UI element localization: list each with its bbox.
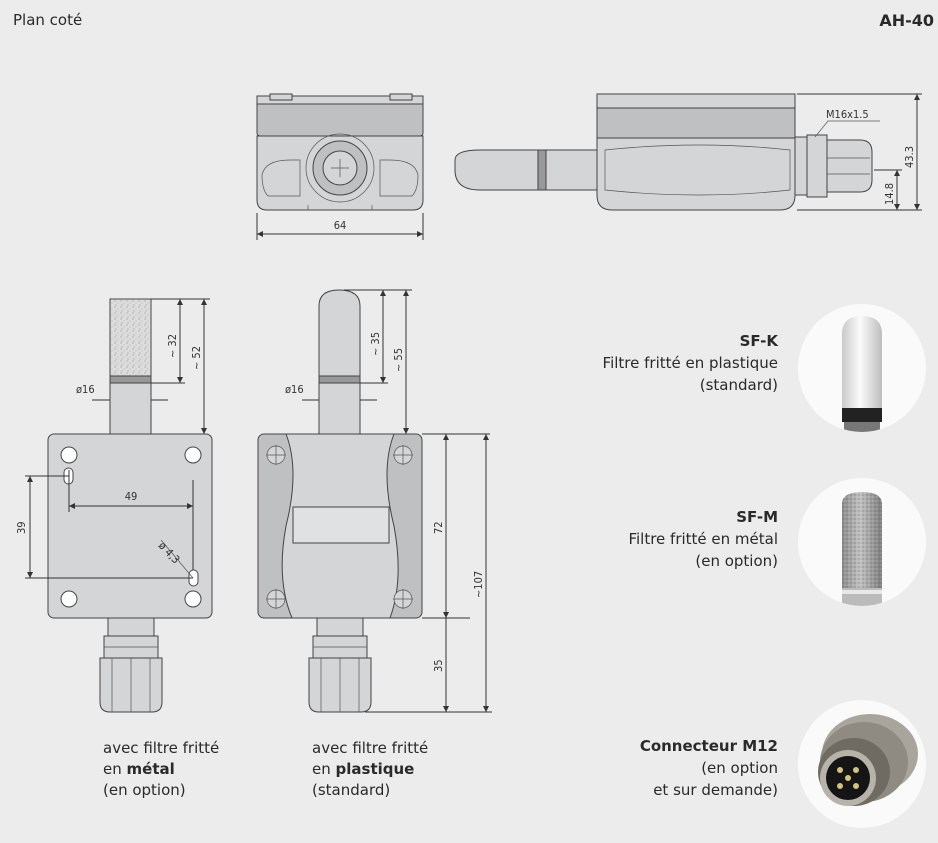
sf-m-filter-image bbox=[798, 478, 926, 606]
plastic-filter-view: ~ 35 ~ 55 ø16 72 ~107 35 bbox=[257, 289, 492, 713]
option-sf-m-code: SF-M bbox=[736, 508, 778, 526]
side-view-top: M16x1.5 43.3 14.8 bbox=[454, 93, 922, 211]
dim-gland-len: 35 bbox=[432, 659, 445, 672]
caption-metal-prefix: en bbox=[103, 760, 127, 778]
dim-overall-h: ~107 bbox=[472, 571, 485, 598]
option-sf-k-code: SF-K bbox=[739, 332, 778, 350]
caption-metal-bold: métal bbox=[126, 760, 175, 778]
option-m12: Connecteur M12 (en option et sur demande… bbox=[640, 735, 778, 801]
caption-metal-line1: avec filtre fritté bbox=[103, 739, 220, 757]
dim-height-total: 43.3 bbox=[903, 146, 916, 168]
dim-hole-spacing-v: 39 bbox=[15, 521, 28, 534]
sf-k-filter-image bbox=[798, 304, 926, 432]
model-code: AH-40 bbox=[879, 11, 934, 30]
dim-height-lower: 14.8 bbox=[883, 183, 896, 205]
caption-metal-line2: en métal bbox=[103, 759, 219, 780]
dim-housing-h: 72 bbox=[432, 521, 445, 534]
option-m12-code: Connecteur M12 bbox=[639, 737, 778, 755]
dim-metal-filter-len: ~ 32 bbox=[166, 334, 179, 358]
option-m12-note: et sur demande) bbox=[653, 781, 778, 799]
dim-plastic-probe-len: ~ 55 bbox=[392, 348, 405, 372]
caption-plastic-line2: en plastique bbox=[312, 759, 428, 780]
dim-plastic-filter-len: ~ 35 bbox=[369, 332, 382, 356]
dim-plastic-filter-dia: ø16 bbox=[285, 383, 304, 396]
option-sf-m-desc: Filtre fritté en métal bbox=[628, 530, 778, 548]
caption-plastic-line3: (standard) bbox=[312, 781, 391, 799]
dim-hole-spacing-h: 49 bbox=[125, 490, 138, 503]
option-sf-k: SF-K Filtre fritté en plastique (standar… bbox=[603, 330, 778, 396]
option-sf-k-desc: Filtre fritté en plastique bbox=[602, 354, 778, 372]
option-sf-m-note: (en option) bbox=[695, 552, 778, 570]
m12-connector-image bbox=[798, 700, 926, 828]
caption-plastic-line1: avec filtre fritté bbox=[312, 739, 429, 757]
option-m12-desc: (en option bbox=[701, 759, 778, 777]
dim-front-width: 64 bbox=[334, 219, 347, 232]
page-title: Plan coté bbox=[13, 11, 83, 29]
front-view-top: 64 bbox=[256, 93, 424, 240]
dim-metal-filter-dia: ø16 bbox=[76, 383, 95, 396]
caption-metal-line3: (en option) bbox=[103, 781, 186, 799]
dim-gland-thread: M16x1.5 bbox=[826, 108, 869, 121]
caption-plastic-bold: plastique bbox=[335, 760, 415, 778]
caption-plastic: avec filtre fritté en plastique (standar… bbox=[312, 738, 428, 801]
option-sf-k-note: (standard) bbox=[699, 376, 778, 394]
metal-filter-view: ~ 32 ~ 52 ø16 49 39 ø 4,3 bbox=[15, 298, 213, 713]
caption-plastic-prefix: en bbox=[312, 760, 336, 778]
option-sf-m: SF-M Filtre fritté en métal (en option) bbox=[628, 506, 778, 572]
dim-metal-probe-len: ~ 52 bbox=[190, 346, 203, 370]
caption-metal: avec filtre fritté en métal (en option) bbox=[103, 738, 219, 801]
